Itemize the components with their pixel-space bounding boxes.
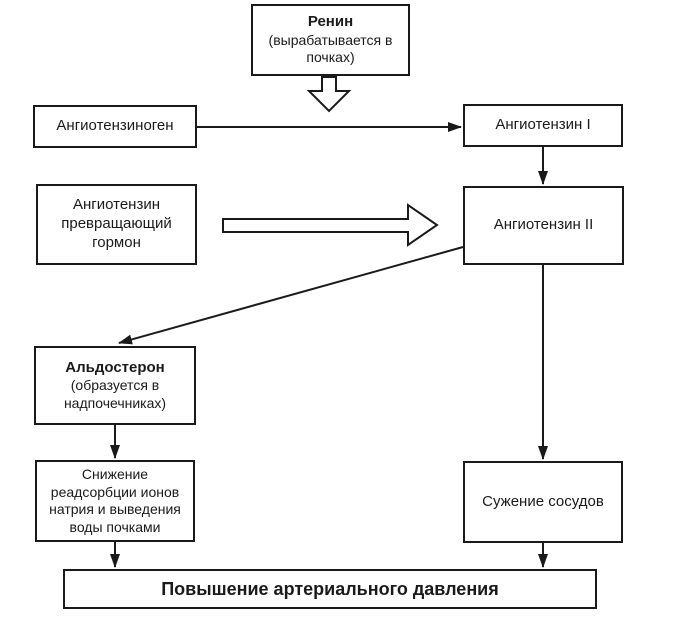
angiotensin-ii-label: Ангиотензин II (493, 216, 594, 234)
arrow-angiotensin-ii-to-aldosterone-icon (118, 246, 464, 345)
vasoconstriction-box: Сужение сосудов (463, 461, 623, 543)
blood-pressure-label: Повышение артериального давления (161, 578, 499, 599)
angiotensin-converting-hormone-label: Ангиотензин превращающий гормон (61, 196, 172, 251)
angiotensin-ii-box: Ангиотензин II (463, 186, 624, 265)
angiotensin-i-label: Ангиотензин I (495, 116, 591, 134)
sodium-reabsorption-label: Снижение реадсорбции ионов натрия и выве… (49, 466, 181, 535)
vasoconstriction-label: Сужение сосудов (482, 492, 604, 510)
sodium-reabsorption-box: Снижение реадсорбции ионов натрия и выве… (35, 460, 195, 542)
angiotensin-i-box: Ангиотензин I (463, 104, 623, 147)
aldosterone-box: Альдостерон (образуется в надпочечниках) (34, 346, 196, 425)
block-arrow-down-renin-icon (306, 76, 352, 113)
renin-title: Ренин (307, 13, 354, 31)
angiotensin-converting-hormone-box: Ангиотензин превращающий гормон (36, 184, 197, 265)
renin-box: Ренин (вырабатывается в почках) (251, 4, 410, 76)
block-arrow-right-ace-icon (222, 203, 439, 247)
aldosterone-subtitle: (образуется в надпочечниках) (63, 377, 167, 411)
angiotensinogen-box: Ангиотензиноген (33, 105, 197, 148)
blood-pressure-box: Повышение артериального давления (63, 569, 597, 609)
renin-subtitle: (вырабатывается в почках) (268, 31, 393, 66)
angiotensinogen-label: Ангиотензиноген (56, 117, 174, 135)
aldosterone-title: Альдостерон (65, 358, 165, 376)
